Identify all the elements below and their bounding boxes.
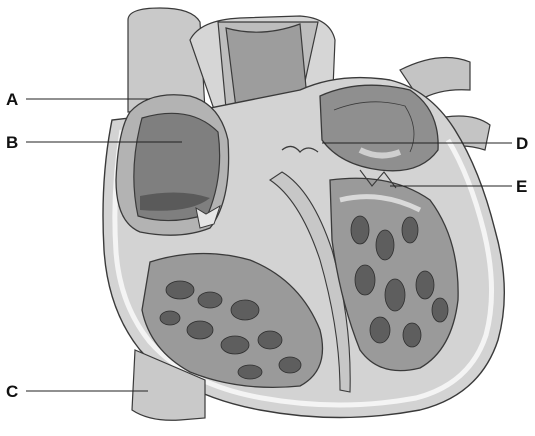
- label-a: A: [6, 91, 18, 108]
- label-c: C: [6, 383, 18, 400]
- label-b: B: [6, 134, 18, 151]
- label-e: E: [516, 178, 527, 195]
- label-d: D: [516, 135, 528, 152]
